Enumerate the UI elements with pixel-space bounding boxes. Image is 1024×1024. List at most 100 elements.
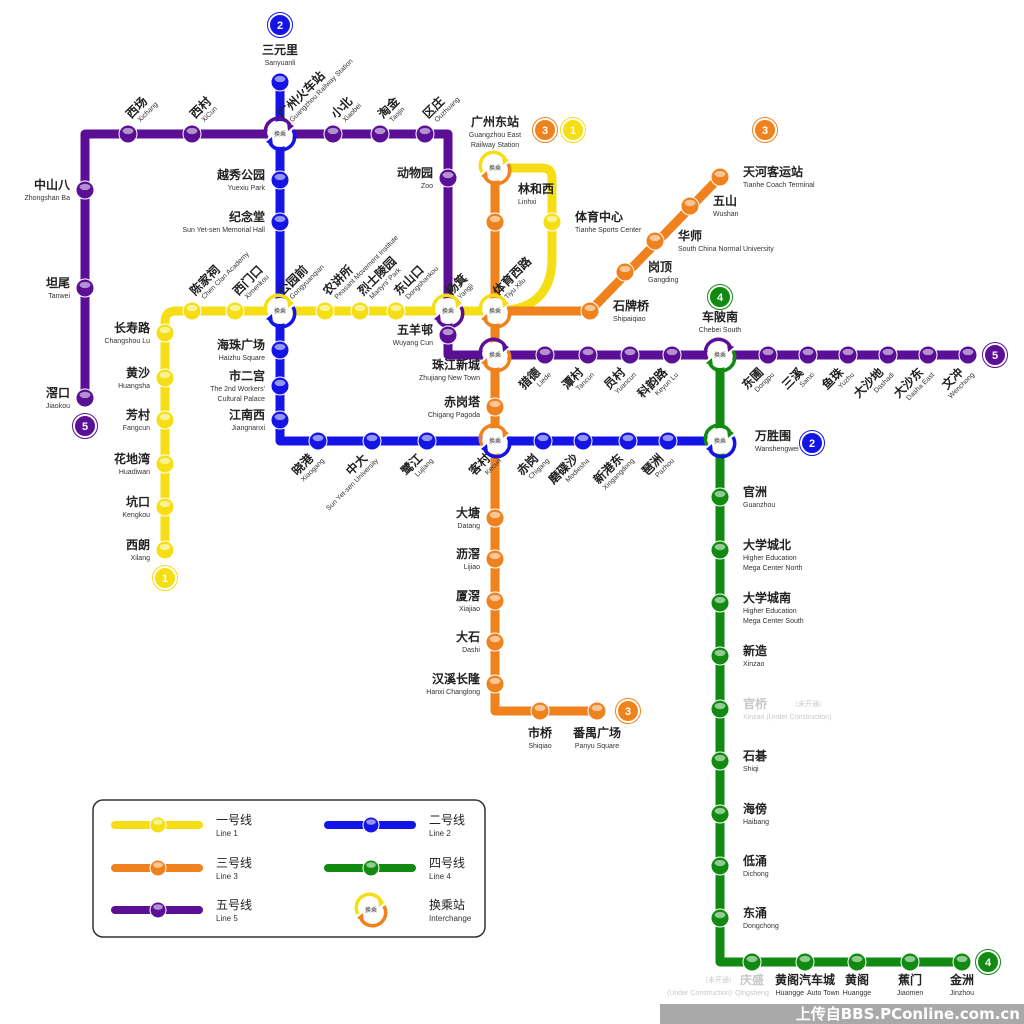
station-dot-highlight	[153, 819, 163, 825]
station-name-en: Panyu Square	[575, 743, 619, 750]
line-1-badge[interactable]: 1	[152, 565, 178, 591]
station-dot-highlight	[489, 400, 501, 408]
line-5-badge[interactable]: 5	[72, 413, 98, 439]
station-dot-highlight	[159, 457, 171, 465]
station-dot-highlight	[159, 543, 171, 551]
station-dot-highlight	[904, 955, 916, 963]
interchange-icon[interactable]: 换乘	[478, 150, 512, 186]
line-3-badge[interactable]: 3	[532, 117, 558, 143]
station-name-en: The 2nd Workers'	[210, 386, 265, 393]
station-name-zh: 官桥	[743, 696, 768, 711]
station-name-zh: 中山八	[34, 177, 71, 192]
interchange-icon[interactable]: 换乘	[263, 293, 297, 329]
station[interactable]: 市桥 Shiqiao	[528, 701, 553, 750]
line-3-badge[interactable]: 3	[615, 698, 641, 724]
station-dot-highlight	[624, 348, 636, 356]
interchange-icon[interactable]: 换乘	[478, 423, 512, 459]
line-2-badge[interactable]: 2	[267, 12, 293, 38]
station-name-zh: 市桥	[528, 725, 553, 740]
station-name-en: Higher Education	[743, 608, 797, 615]
station-dot-highlight	[591, 704, 603, 712]
line-5-badge[interactable]: 5	[982, 342, 1008, 368]
line-2-badge[interactable]: 2	[799, 430, 825, 456]
interchange-icon[interactable]: 换乘	[703, 337, 737, 373]
interchange-icon[interactable]: 换乘	[478, 337, 512, 373]
line-4-badge[interactable]: 4	[707, 284, 733, 310]
interchange-icon[interactable]: 换乘	[263, 116, 297, 152]
line-3-badge[interactable]: 3	[752, 117, 778, 143]
interchange-icon[interactable]: 换乘	[703, 423, 737, 459]
station-name-zh: 体育中心	[575, 209, 623, 224]
interchange-icon[interactable]: 换乘	[478, 293, 512, 329]
interchange-icon[interactable]: 换乘	[354, 892, 388, 928]
station[interactable]: 换乘万胜围Wanshengwei	[703, 423, 799, 459]
station-name-zh: 芳村	[126, 407, 150, 422]
station-name-en: Tianhe Coach Terminal	[743, 182, 815, 189]
line-4-badge[interactable]: 4	[975, 949, 1001, 975]
interchange-icon[interactable]: 换乘	[431, 293, 465, 329]
station-dot-highlight	[122, 127, 134, 135]
line-1-badge[interactable]: 1	[560, 117, 586, 143]
station-name-en: Shiqiao	[528, 743, 551, 750]
station-name-zh: 大塘	[456, 505, 480, 520]
